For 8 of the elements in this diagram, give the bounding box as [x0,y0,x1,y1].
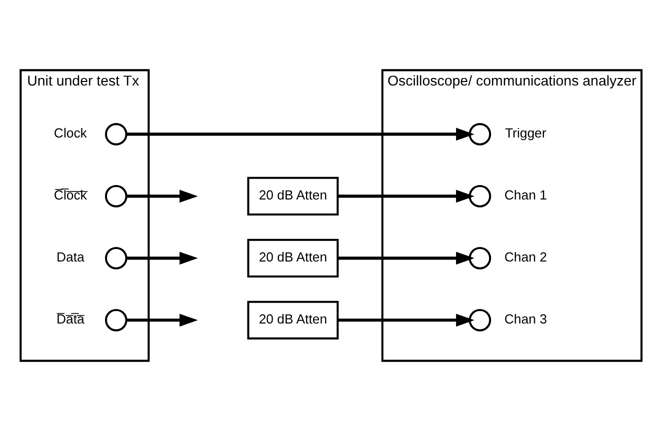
node-label: Chan 1 [504,188,547,203]
node-label: Chan 2 [504,250,547,265]
node-label: D̅a̅t̅a̅ [56,312,84,327]
node-label: C̅l̅o̅c̅k̅ [54,188,87,203]
node-label: Data [56,250,84,265]
node-label: Clock [54,126,87,141]
node-label: Chan 3 [504,312,547,327]
node-label: Trigger [505,126,546,141]
